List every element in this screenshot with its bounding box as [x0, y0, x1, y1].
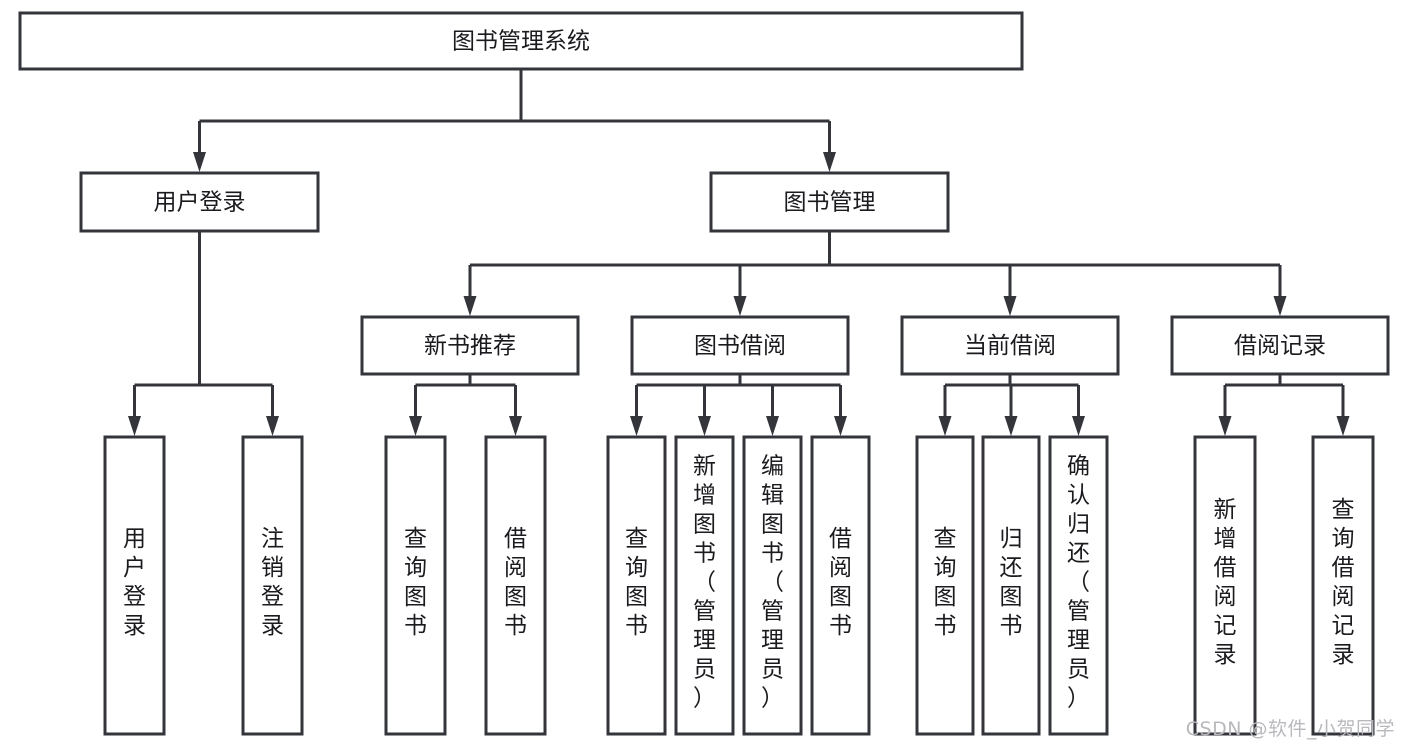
node-box-leaf-borrow-book-1: [484, 435, 547, 736]
node-leaf-user-login[interactable]: 用户登录: [103, 435, 166, 736]
edge-layer: [128, 69, 1350, 436]
csdn-watermark: CSDN @软件_小贺同学: [1185, 718, 1395, 740]
edge-group-book-manage: [463, 231, 1287, 316]
node-label-leaf-query-book-3: 查询图书: [934, 526, 957, 639]
node-label-leaf-return-book: 归还图书: [1000, 526, 1023, 639]
arrow-head-icon: [1336, 416, 1350, 436]
node-leaf-confirm-return[interactable]: 确认归还（管理员）: [1048, 435, 1109, 736]
node-label-leaf-user-login: 用户登录: [123, 526, 146, 639]
edge-group-user-login: [128, 231, 279, 436]
node-leaf-return-book[interactable]: 归还图书: [981, 435, 1041, 736]
arrow-head-icon: [1003, 296, 1017, 316]
node-box-leaf-query-book-1: [384, 435, 447, 736]
node-leaf-borrow-book-1[interactable]: 借阅图书: [484, 435, 547, 736]
arrow-head-icon: [463, 296, 477, 316]
node-label-new-book-rec: 新书推荐: [424, 333, 516, 359]
arrow-head-icon: [630, 416, 643, 436]
node-box-leaf-query-book-3: [915, 435, 975, 736]
node-borrow-record[interactable]: 借阅记录: [1170, 315, 1390, 376]
edge-group-new-book-rec: [409, 374, 522, 436]
node-layer: 图书管理系统用户登录图书管理新书推荐图书借阅当前借阅借阅记录用户登录注销登录查询…: [18, 11, 1390, 736]
node-new-book-rec[interactable]: 新书推荐: [360, 315, 580, 376]
node-user-login[interactable]: 用户登录: [79, 171, 320, 233]
node-box-root: [18, 11, 1024, 71]
node-box-book-borrow: [630, 315, 850, 376]
arrow-head-icon: [938, 416, 952, 436]
arrow-head-icon: [1218, 416, 1232, 436]
node-box-leaf-confirm-return: [1048, 435, 1109, 736]
node-leaf-user-logout[interactable]: 注销登录: [241, 435, 304, 736]
node-label-current-borrow: 当前借阅: [964, 333, 1056, 359]
node-box-leaf-user-logout: [241, 435, 304, 736]
node-label-leaf-add-record: 新增借阅记录: [1214, 497, 1237, 668]
arrow-head-icon: [1004, 416, 1018, 436]
node-box-new-book-rec: [360, 315, 580, 376]
arrow-head-icon: [193, 152, 206, 172]
node-label-root: 图书管理系统: [452, 29, 590, 55]
arrow-head-icon: [766, 416, 779, 436]
node-box-leaf-return-book: [981, 435, 1041, 736]
arrow-head-icon: [823, 152, 836, 172]
edge-group-book-borrow: [630, 374, 847, 436]
arrow-head-icon: [1273, 296, 1287, 316]
arrow-head-icon: [834, 416, 847, 436]
node-box-leaf-query-record: [1311, 435, 1375, 736]
node-leaf-add-book[interactable]: 新增图书（管理员）: [674, 435, 735, 736]
node-box-leaf-add-record: [1193, 435, 1257, 736]
node-leaf-query-record[interactable]: 查询借阅记录: [1311, 435, 1375, 736]
node-label-user-login: 用户登录: [154, 190, 246, 216]
node-leaf-query-book-2[interactable]: 查询图书: [606, 435, 667, 736]
node-label-borrow-record: 借阅记录: [1234, 333, 1326, 359]
arrow-head-icon: [128, 416, 141, 436]
arrow-head-icon: [698, 416, 711, 436]
node-box-leaf-query-book-2: [606, 435, 667, 736]
edge-group-borrow-record: [1218, 374, 1350, 436]
node-label-book-manage: 图书管理: [784, 190, 876, 216]
node-label-leaf-add-book: 新增图书（管理员）: [693, 454, 716, 712]
node-label-leaf-query-record: 查询借阅记录: [1332, 497, 1355, 668]
node-leaf-edit-book[interactable]: 编辑图书（管理员）: [742, 435, 803, 736]
arrow-head-icon: [266, 416, 279, 436]
node-label-leaf-confirm-return: 确认归还（管理员）: [1067, 454, 1090, 712]
node-box-borrow-record: [1170, 315, 1390, 376]
edge-group-root: [193, 69, 836, 172]
node-book-borrow[interactable]: 图书借阅: [630, 315, 850, 376]
edge-group-current-borrow: [938, 374, 1085, 436]
node-box-current-borrow: [900, 315, 1120, 376]
arrow-head-icon: [409, 416, 422, 436]
node-label-leaf-query-book-1: 查询图书: [404, 526, 427, 639]
node-label-leaf-user-logout: 注销登录: [261, 526, 284, 639]
node-label-book-borrow: 图书借阅: [694, 333, 786, 359]
node-label-leaf-edit-book: 编辑图书（管理员）: [761, 454, 784, 712]
node-label-leaf-borrow-book-2: 借阅图书: [829, 526, 852, 639]
node-leaf-add-record[interactable]: 新增借阅记录: [1193, 435, 1257, 736]
node-box-user-login: [79, 171, 320, 233]
node-label-leaf-borrow-book-1: 借阅图书: [504, 526, 527, 639]
node-leaf-query-book-1[interactable]: 查询图书: [384, 435, 447, 736]
node-box-leaf-user-login: [103, 435, 166, 736]
node-book-manage[interactable]: 图书管理: [709, 171, 950, 233]
node-box-leaf-edit-book: [742, 435, 803, 736]
node-label-leaf-query-book-2: 查询图书: [625, 526, 648, 639]
arrow-head-icon: [509, 416, 522, 436]
node-box-leaf-add-book: [674, 435, 735, 736]
node-leaf-borrow-book-2[interactable]: 借阅图书: [810, 435, 871, 736]
node-box-book-manage: [709, 171, 950, 233]
node-current-borrow[interactable]: 当前借阅: [900, 315, 1120, 376]
arrow-head-icon: [733, 296, 747, 316]
arrow-head-icon: [1072, 416, 1085, 436]
node-root[interactable]: 图书管理系统: [18, 11, 1024, 71]
node-leaf-query-book-3[interactable]: 查询图书: [915, 435, 975, 736]
node-box-leaf-borrow-book-2: [810, 435, 871, 736]
